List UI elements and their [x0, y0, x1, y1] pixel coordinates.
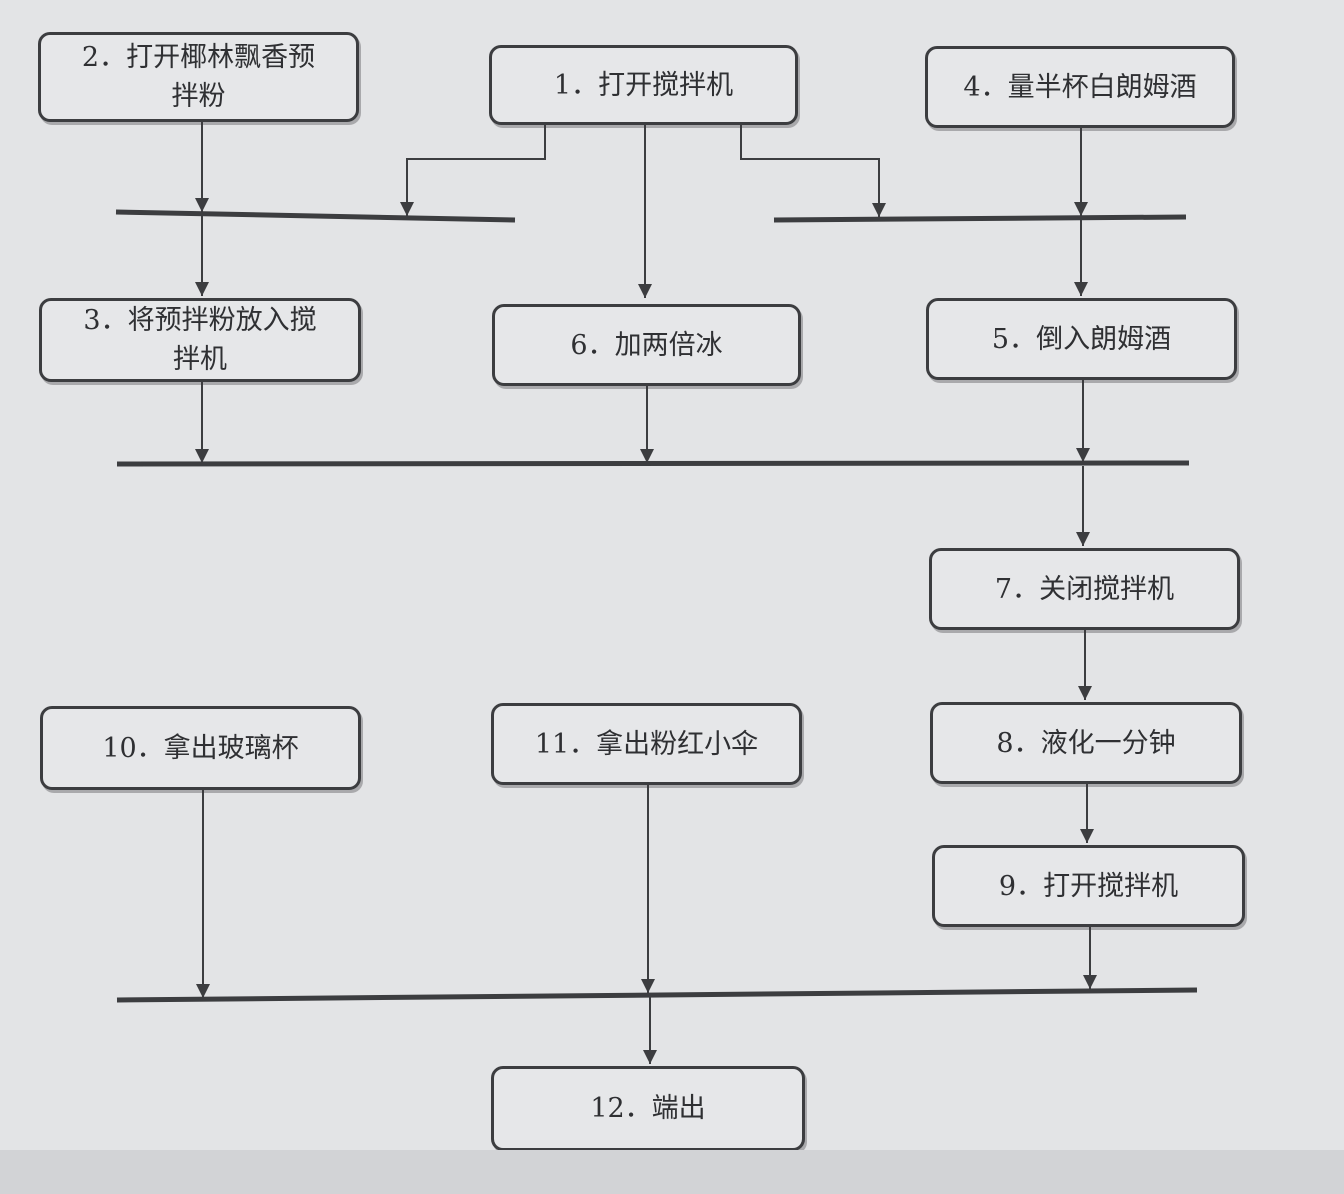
next-page-edge: [0, 1150, 1344, 1194]
sync-bar-4: [116, 987, 1198, 1003]
sync-bar-2: [773, 214, 1187, 223]
step-1-turn-on-blender: 1．打开搅拌机: [489, 45, 798, 125]
step-7-turn-off-blender: 7．关闭搅拌机: [929, 548, 1240, 630]
step-2-open-premix: 2．打开椰林飘香预拌粉: [38, 32, 359, 122]
step-3-add-premix: 3．将预拌粉放入搅拌机: [39, 298, 361, 382]
step-5-pour-rum: 5．倒入朗姆酒: [926, 298, 1237, 380]
sync-bar-3: [116, 460, 1190, 467]
step-8-blend-one-minute: 8．液化一分钟: [930, 702, 1242, 784]
step-10-get-glass: 10．拿出玻璃杯: [40, 706, 361, 790]
arrow-step1-to-bar1: [400, 125, 546, 216]
step-11-get-pink-umbrella: 11．拿出粉红小伞: [491, 703, 802, 785]
arrow-step1-to-bar2: [740, 125, 886, 217]
step-4-measure-rum: 4．量半杯白朗姆酒: [925, 46, 1235, 128]
sync-bar-1: [115, 209, 516, 223]
step-9-turn-on-blender: 9．打开搅拌机: [932, 845, 1245, 927]
step-12-serve: 12．端出: [491, 1066, 805, 1151]
step-6-add-ice: 6．加两倍冰: [492, 304, 801, 386]
